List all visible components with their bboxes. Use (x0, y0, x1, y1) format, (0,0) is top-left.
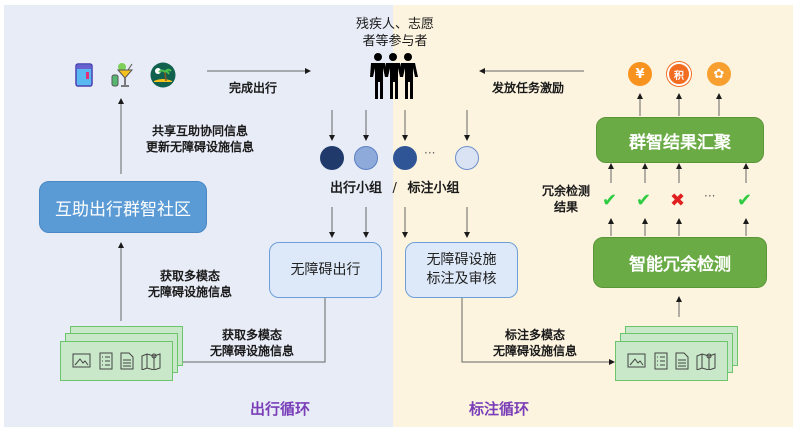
document-icon (120, 352, 134, 370)
beach-island-icon (150, 62, 176, 88)
group-labels: 出行小组 / 标注小组 (330, 181, 459, 197)
aggregation-label: 群智结果汇聚 (629, 132, 731, 153)
acquire-info-label-left: 获取多模态 无障碍设施信息 (140, 268, 240, 300)
share-info-line1: 共享互助协同信息 (151, 124, 248, 138)
yuan-coin-icon: ¥ (628, 62, 652, 86)
detection-label: 智能冗余检测 (629, 255, 731, 275)
cross-icon: ✖ (670, 190, 686, 211)
arrow-annotation-to-data (461, 298, 615, 365)
share-info-line2: 更新无障碍设施信息 (145, 140, 254, 154)
participants-title: 残疾人、志愿 者等参与者 (330, 16, 460, 50)
incentive-label: 发放任务激励 (492, 81, 565, 95)
image-icon (72, 353, 91, 368)
map-icon (696, 353, 716, 370)
acquire-info-label-bottom: 获取多模态 无障碍设施信息 (202, 327, 302, 359)
image-icon (627, 353, 646, 368)
redundancy-result-line2: 结果 (553, 200, 578, 214)
group-ellipsis: ··· (424, 146, 436, 160)
annotate-info-line2: 无障碍设施信息 (492, 344, 577, 358)
data-card-front (615, 341, 728, 381)
travel-loop-title: 出行循环 (250, 400, 311, 418)
accessible-travel-box[interactable]: 无障碍出行 (269, 242, 382, 298)
redundancy-result-line1: 冗余检测 (541, 184, 590, 198)
travel-group-label: 出行小组 (330, 181, 383, 196)
points-badge-icon: 积 (667, 62, 691, 86)
acquire-info-left-line2: 无障碍设施信息 (147, 285, 232, 299)
annotate-info-line1: 标注多模态 (504, 328, 565, 342)
list-icon (654, 352, 668, 370)
annotate-info-label: 标注多模态 无障碍设施信息 (485, 327, 585, 359)
facility-annotation-review-box[interactable]: 无障碍设施 标注及审核 (405, 242, 518, 298)
share-info-label: 共享互助协同信息 更新无障碍设施信息 (130, 123, 270, 155)
annotation-box-line2: 标注及审核 (426, 271, 497, 287)
people-group-icon (370, 53, 418, 99)
annotation-group-circle-1[interactable] (393, 146, 417, 170)
crowd-result-aggregation-box[interactable]: 群智结果汇聚 (596, 117, 764, 163)
complete-travel-label: 完成出行 (229, 81, 278, 95)
travel-group-circle-2[interactable] (354, 146, 378, 170)
check-icon: ✔ (602, 190, 618, 211)
cocktail-icon (111, 63, 134, 87)
mutual-aid-community-label: 互助出行群智社区 (55, 199, 191, 220)
award-medal-icon: ✿ (707, 62, 731, 86)
annotation-group-label: 标注小组 (407, 181, 460, 196)
annotation-group-circle-2[interactable] (455, 146, 479, 170)
acquire-info-bottom-line2: 无障碍设施信息 (209, 344, 294, 358)
participants-title-line1: 残疾人、志愿 (355, 17, 434, 32)
results-ellipsis: ··· (704, 189, 716, 203)
map-icon (141, 353, 161, 370)
participants-title-line2: 者等参与者 (362, 34, 428, 49)
acquire-info-bottom-line1: 获取多模态 (221, 328, 282, 342)
arrow-travel-to-data (176, 298, 326, 365)
notebook-icon (75, 63, 93, 87)
data-card-front (60, 341, 173, 381)
annotation-loop-title: 标注循环 (469, 400, 530, 418)
document-icon (675, 352, 689, 370)
acquire-info-left-line1: 获取多模态 (159, 269, 220, 283)
group-separator: / (392, 181, 397, 196)
redundancy-result-label: 冗余检测 结果 (537, 183, 595, 215)
check-icon: ✔ (636, 190, 652, 211)
smart-redundancy-detection-box[interactable]: 智能冗余检测 (593, 237, 767, 288)
list-icon (99, 352, 113, 370)
mutual-aid-community-box[interactable]: 互助出行群智社区 (39, 181, 207, 233)
annotation-box-line1: 无障碍设施 (426, 252, 497, 268)
travel-group-circle-1[interactable] (320, 146, 344, 170)
check-icon: ✔ (737, 190, 753, 211)
accessible-travel-label: 无障碍出行 (290, 261, 361, 278)
